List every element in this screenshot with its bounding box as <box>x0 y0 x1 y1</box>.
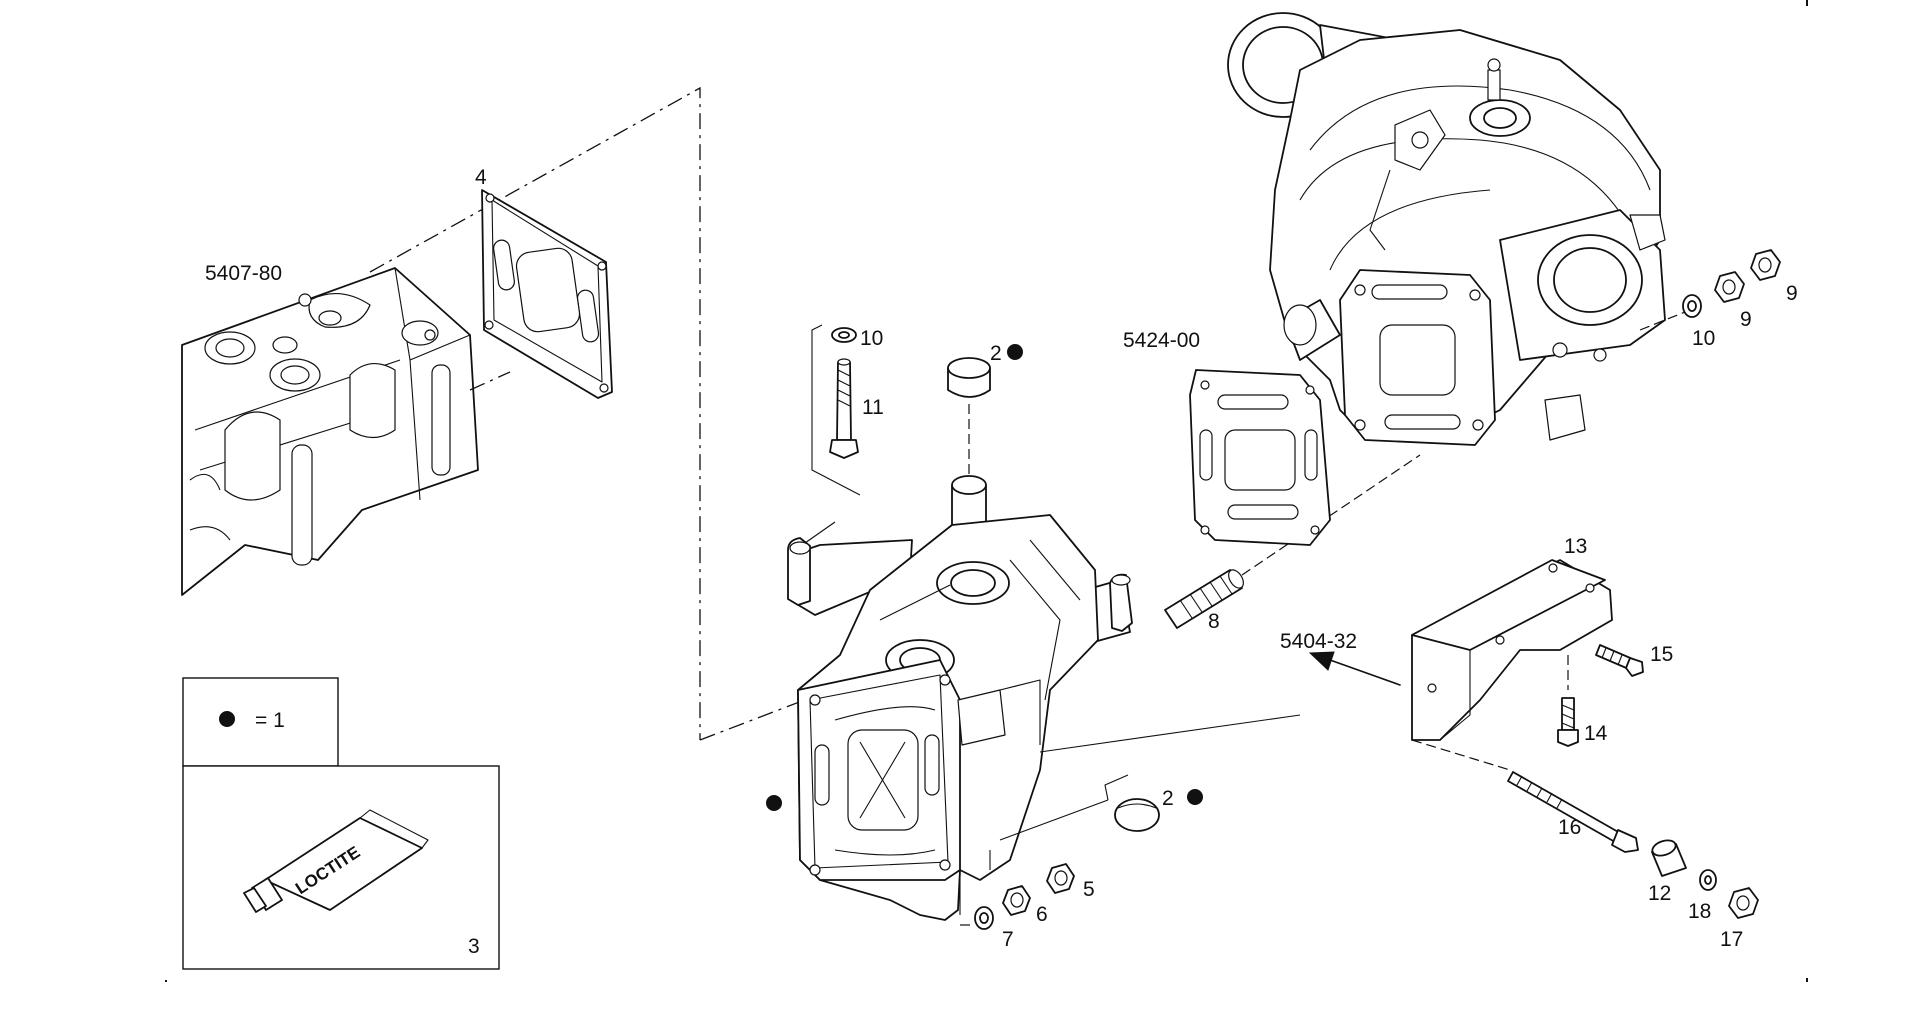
exhaust-manifold <box>181 267 479 596</box>
corner-tick-tl <box>165 980 167 982</box>
turbocharger <box>1227 12 1666 446</box>
label-9b: 9 <box>1786 282 1798 305</box>
label-11: 11 <box>862 396 884 419</box>
label-10-right: 10 <box>1692 327 1715 350</box>
plug-part-2-top <box>947 357 991 398</box>
turbine-housing <box>787 475 1133 921</box>
washer-part-10-right <box>1682 294 1702 318</box>
reference-arrow <box>1308 651 1401 686</box>
label-2-top: 2 <box>990 342 1002 365</box>
label-3: 3 <box>468 935 480 958</box>
label-17: 17 <box>1720 928 1743 951</box>
legend: = 1 LOCTITE <box>182 677 500 970</box>
label-9a: 9 <box>1740 308 1752 331</box>
label-15: 15 <box>1650 643 1673 666</box>
ref-5424-00: 5424-00 <box>1123 329 1200 352</box>
spacer-part-12 <box>1651 839 1687 877</box>
label-8: 8 <box>1208 610 1220 633</box>
bolt-part-14 <box>1557 697 1579 747</box>
gasket-turbo <box>1189 369 1331 546</box>
label-12: 12 <box>1648 882 1671 905</box>
bolt-part-11 <box>829 327 859 459</box>
bolt-part-16 <box>1507 771 1639 853</box>
label-18: 18 <box>1688 900 1711 923</box>
label-2-bottom: 2 <box>1162 787 1174 810</box>
label-5: 5 <box>1083 878 1095 901</box>
stud-part-8 <box>1164 569 1244 629</box>
legend-bullet <box>219 711 235 727</box>
washer-part-7 <box>974 906 994 930</box>
label-14: 14 <box>1584 722 1608 745</box>
label-13: 13 <box>1564 535 1587 558</box>
ref-5407-80: 5407-80 <box>205 262 282 285</box>
bracket-part-13 <box>1411 559 1613 741</box>
label-16: 16 <box>1558 816 1581 839</box>
bolt-part-15 <box>1595 644 1644 677</box>
label-7: 7 <box>1002 928 1014 951</box>
nut-part-9a <box>1714 271 1745 303</box>
legend-dot-text: = 1 <box>255 709 285 732</box>
plug-part-2-bottom <box>1114 798 1160 832</box>
nut-part-17 <box>1728 887 1759 919</box>
label-6: 6 <box>1036 903 1048 926</box>
bullet-marker-left <box>766 795 782 811</box>
corner-tick-tr <box>1806 0 1808 6</box>
nut-part-5 <box>1046 863 1075 894</box>
label-4: 4 <box>475 166 487 189</box>
nut-part-9b <box>1750 249 1781 281</box>
ref-5404-32: 5404-32 <box>1280 630 1357 653</box>
loctite-tube: LOCTITE <box>243 809 429 913</box>
bullet-marker-top <box>1007 344 1023 360</box>
bullet-marker-bottom <box>1187 789 1203 805</box>
gasket-part-4 <box>481 189 613 399</box>
label-10-left: 10 <box>860 327 883 350</box>
nut-part-6 <box>1002 885 1031 916</box>
corner-tick-br <box>1806 978 1808 982</box>
washer-part-18 <box>1699 869 1717 891</box>
